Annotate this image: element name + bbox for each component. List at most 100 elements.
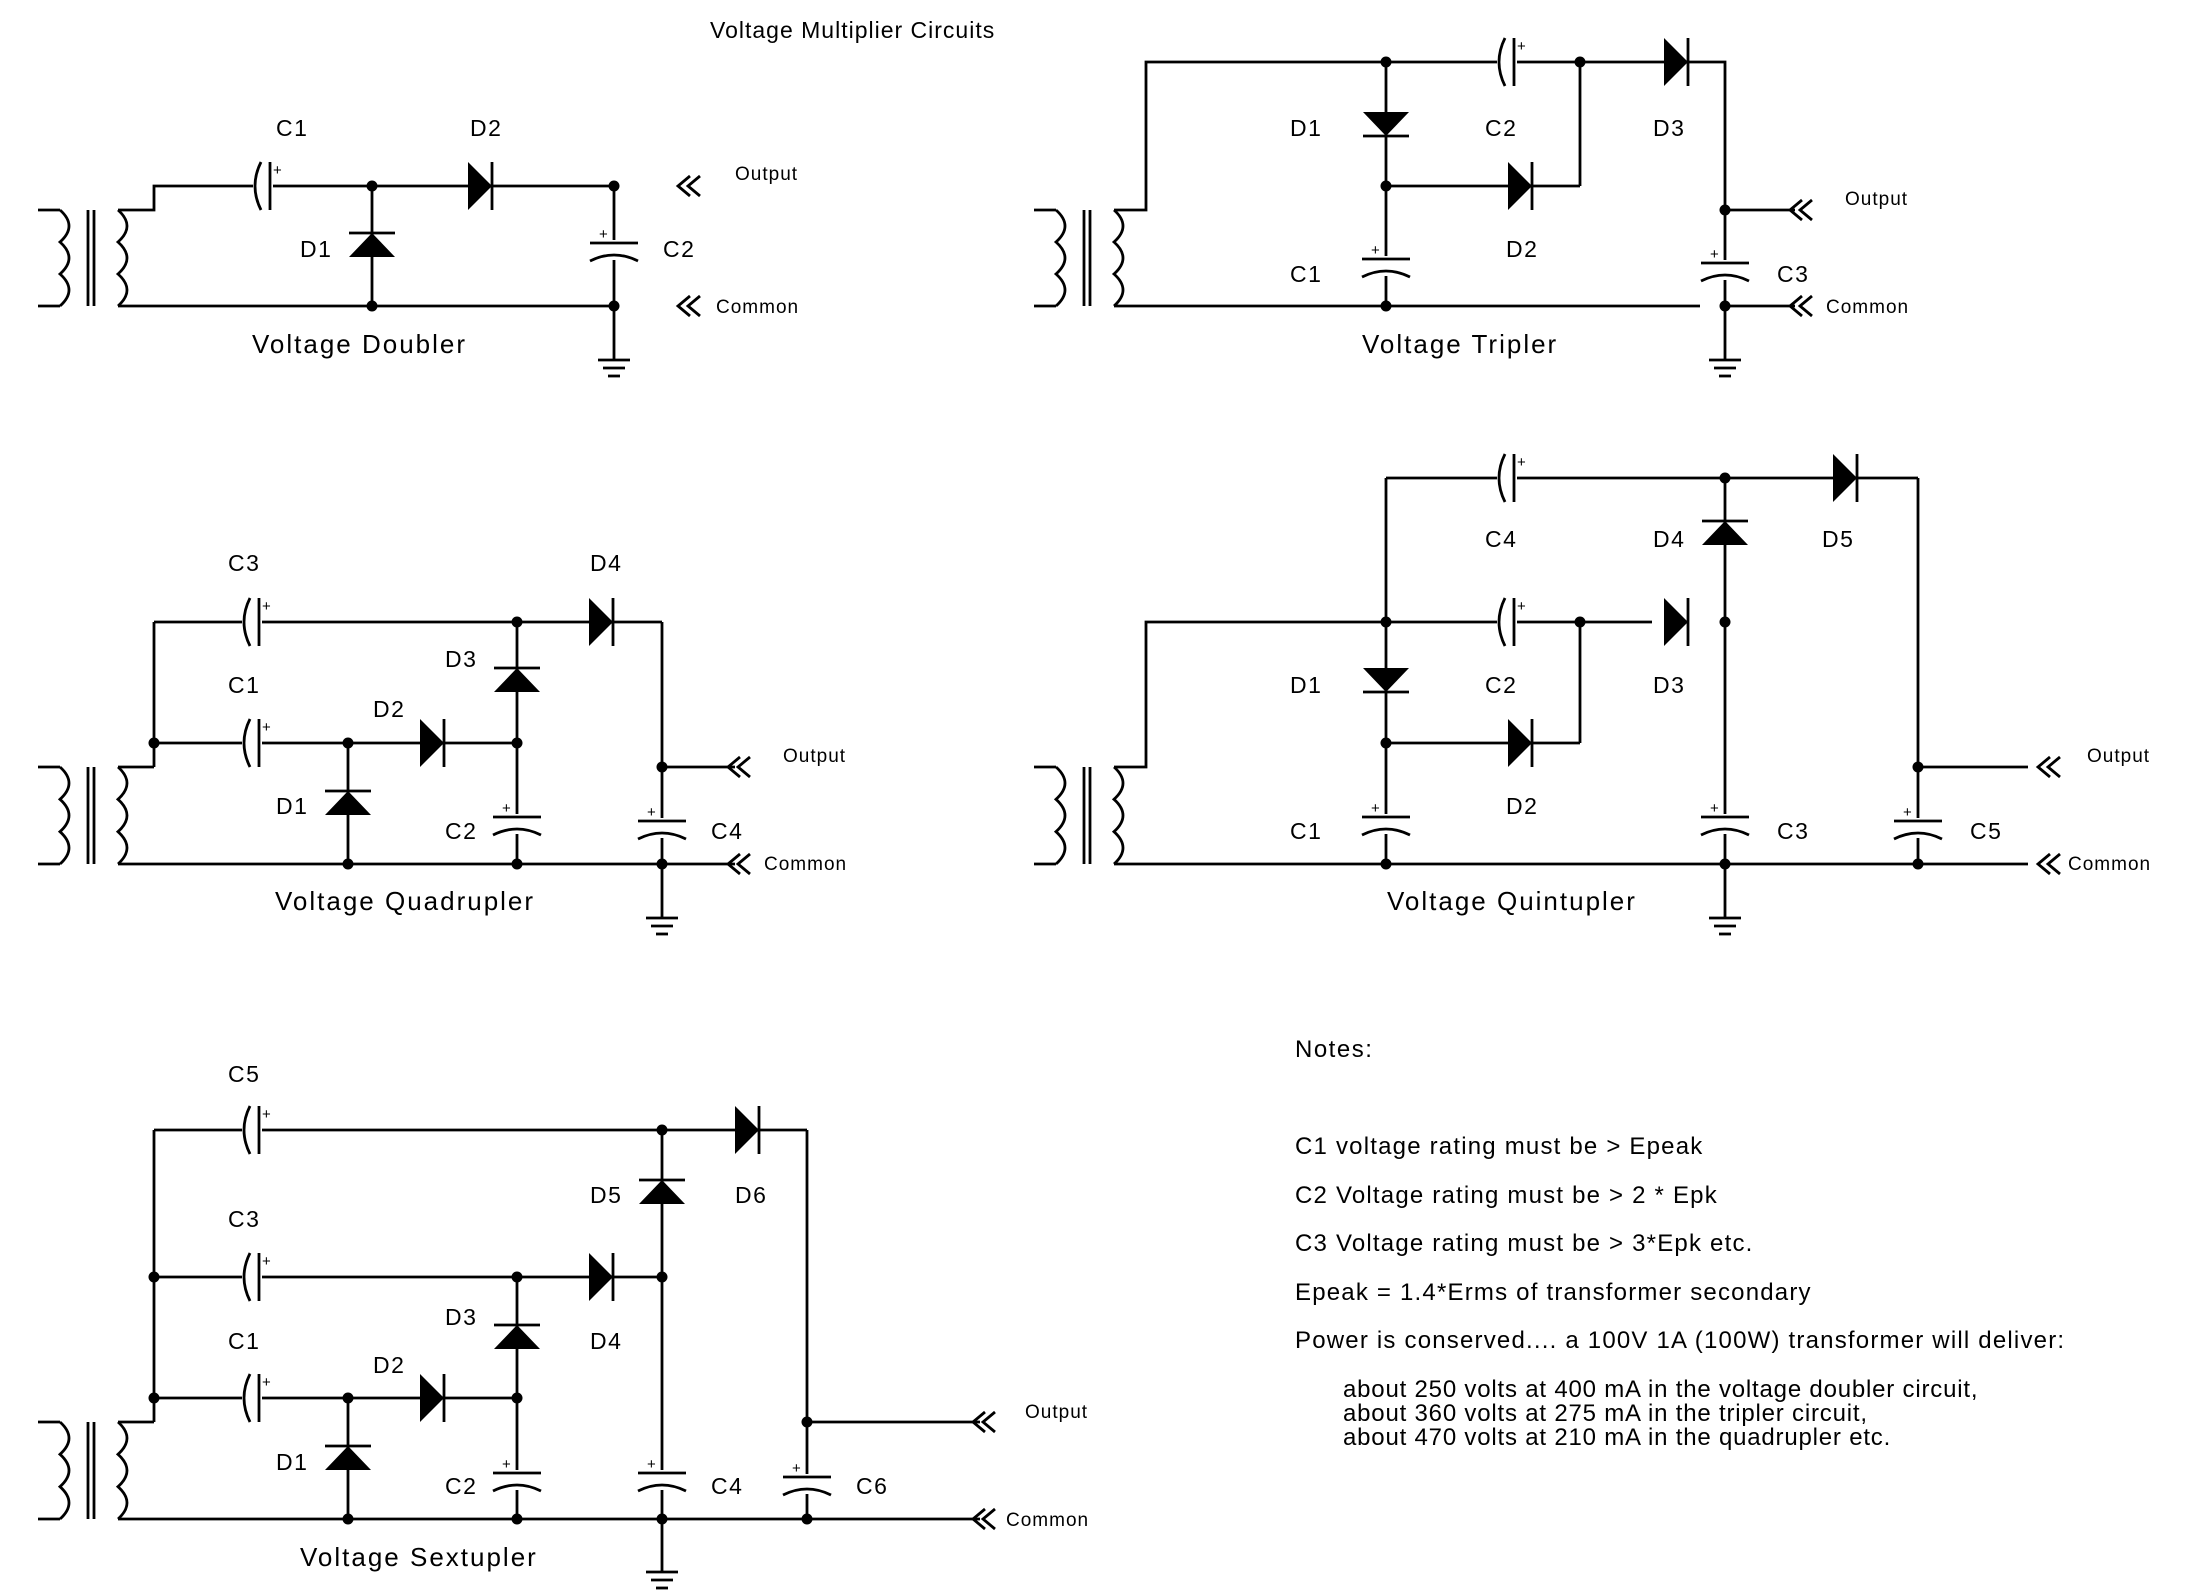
diode-symbol xyxy=(1508,162,1534,210)
tripler-output-label: Output xyxy=(1845,189,1908,210)
ground-symbol xyxy=(646,1570,678,1590)
junction-dot xyxy=(1380,737,1392,749)
capacitor-symbol: + xyxy=(489,1456,545,1493)
svg-text:C2: C2 xyxy=(663,236,695,262)
svg-text:D2: D2 xyxy=(470,115,502,141)
capacitor-symbol: + xyxy=(1497,36,1526,88)
quadrupler-labels: C3 D4 C1 D3 D2 D1 C2 C4 Voltage Quadrupl… xyxy=(228,550,846,916)
svg-text:D1: D1 xyxy=(300,236,332,262)
junction-dot xyxy=(511,858,523,870)
svg-text:C1: C1 xyxy=(1290,261,1322,287)
note-item: C1 voltage rating must be > Epeak xyxy=(1295,1133,1703,1160)
capacitor-symbol: + xyxy=(1497,596,1526,648)
junction-dot xyxy=(342,737,354,749)
diode-symbol xyxy=(468,162,494,210)
capacitor-symbol: + xyxy=(1358,800,1414,837)
quintupler-output-label: Output xyxy=(2087,746,2150,767)
circuit-wiring xyxy=(118,60,2028,1572)
svg-text:D1: D1 xyxy=(276,1449,308,1475)
junction-dot xyxy=(1719,472,1731,484)
junction-dot xyxy=(1912,761,1924,773)
doubler-output-label: Output xyxy=(735,164,798,185)
svg-text:D2: D2 xyxy=(1506,793,1538,819)
junction-dot xyxy=(366,180,378,192)
polarity-mark: + xyxy=(599,226,608,243)
transformer-symbol xyxy=(1034,765,1125,866)
terminal-arrow xyxy=(2035,755,2061,779)
diode-symbol xyxy=(1363,668,1409,694)
junction-dot xyxy=(656,1271,668,1283)
svg-text:D2: D2 xyxy=(373,1352,405,1378)
junction-dot xyxy=(656,1513,668,1525)
terminal-arrow xyxy=(1787,294,1813,318)
sextupler-caption: Voltage Sextupler xyxy=(300,1542,538,1572)
junction-dot xyxy=(342,1392,354,1404)
polarity-mark: + xyxy=(647,1456,656,1473)
capacitor-symbol: + xyxy=(779,1460,835,1497)
terminal-arrow xyxy=(725,852,751,876)
polarity-mark: + xyxy=(1517,38,1526,55)
polarity-mark: + xyxy=(262,1374,271,1391)
diode-symbol xyxy=(1833,454,1859,502)
wire xyxy=(1114,60,1727,306)
circuit-components: ++++++++++++++++++++ xyxy=(38,36,2061,1590)
junction-dot xyxy=(1912,858,1924,870)
note-item: C2 Voltage rating must be > 2 * Epk xyxy=(1295,1182,1718,1209)
svg-text:D3: D3 xyxy=(445,1304,477,1330)
diode-symbol xyxy=(1664,38,1690,86)
quintupler-common-label: Common xyxy=(2068,854,2151,875)
svg-text:C5: C5 xyxy=(228,1061,260,1087)
polarity-mark: + xyxy=(262,598,271,615)
svg-text:C2: C2 xyxy=(445,1473,477,1499)
junction-dot xyxy=(511,1392,523,1404)
transformer-symbol xyxy=(38,765,129,866)
capacitor-symbol: + xyxy=(242,1251,271,1303)
quintupler-labels: C4 D4 D5 D1 C2 D3 D2 C1 C3 C5 Voltage Qu… xyxy=(1290,526,2151,916)
note-item: Power is conserved.... a 100V 1A (100W) … xyxy=(1295,1327,2065,1354)
doubler-caption: Voltage Doubler xyxy=(252,329,467,359)
terminal-arrow xyxy=(970,1507,996,1531)
svg-text:D3: D3 xyxy=(1653,672,1685,698)
svg-text:C3: C3 xyxy=(228,1206,260,1232)
svg-text:C3: C3 xyxy=(1777,261,1809,287)
svg-text:D2: D2 xyxy=(1506,236,1538,262)
junction-dot xyxy=(1380,180,1392,192)
junction-dot xyxy=(511,1271,523,1283)
svg-text:C1: C1 xyxy=(228,1328,260,1354)
polarity-mark: + xyxy=(1710,246,1719,263)
polarity-mark: + xyxy=(262,719,271,736)
polarity-mark: + xyxy=(647,804,656,821)
svg-text:D4: D4 xyxy=(590,1328,622,1354)
transformer-symbol xyxy=(1034,208,1125,308)
junction-dot xyxy=(511,616,523,628)
diode-symbol xyxy=(349,231,395,257)
diode-symbol xyxy=(1664,598,1690,646)
junction-dot xyxy=(342,1513,354,1525)
polarity-mark: + xyxy=(1371,800,1380,817)
svg-text:C6: C6 xyxy=(856,1473,888,1499)
transformer-symbol xyxy=(38,1420,129,1521)
quadrupler-output-label: Output xyxy=(783,746,846,767)
capacitor-symbol: + xyxy=(1697,246,1753,283)
svg-text:C4: C4 xyxy=(711,1473,743,1499)
capacitor-symbol: + xyxy=(242,1104,271,1156)
polarity-mark: + xyxy=(502,800,511,817)
capacitor-symbol: + xyxy=(634,804,690,841)
capacitor-symbol: + xyxy=(242,717,271,769)
svg-text:D5: D5 xyxy=(590,1182,622,1208)
svg-text:C5: C5 xyxy=(1970,818,2002,844)
svg-text:C1: C1 xyxy=(276,115,308,141)
polarity-mark: + xyxy=(262,1106,271,1123)
svg-text:C4: C4 xyxy=(711,818,743,844)
junction-dot xyxy=(608,180,620,192)
quintupler-caption: Voltage Quintupler xyxy=(1387,886,1637,916)
diode-symbol xyxy=(589,598,615,646)
terminal-arrow xyxy=(2035,852,2061,876)
junction-dot xyxy=(342,858,354,870)
svg-text:D4: D4 xyxy=(1653,526,1685,552)
polarity-mark: + xyxy=(792,1460,801,1477)
notes-heading: Notes: xyxy=(1295,1036,1373,1063)
junction-dot xyxy=(608,300,620,312)
junction-dot xyxy=(1380,616,1392,628)
